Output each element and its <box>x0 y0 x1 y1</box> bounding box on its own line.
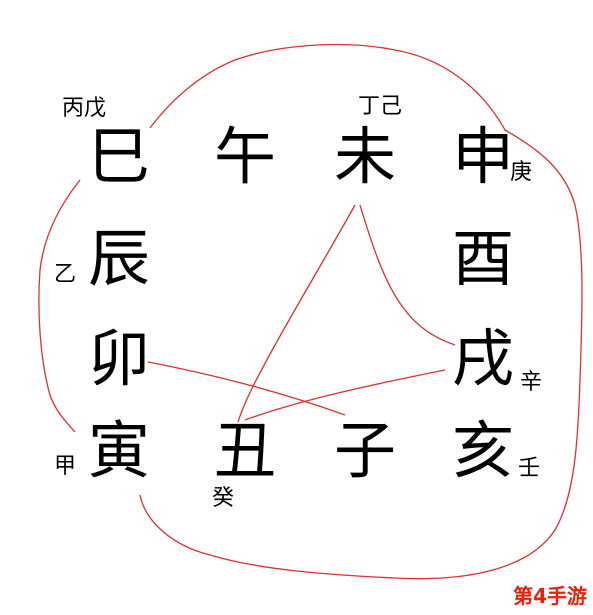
branch-mao: 卯 <box>88 322 151 395</box>
stem-yin: 甲 <box>54 454 77 479</box>
stem-chou: 癸 <box>212 486 235 511</box>
wei-xu-stroke <box>359 204 456 346</box>
branch-yin: 寅 <box>88 414 151 487</box>
branch-you: 酉 <box>452 222 515 295</box>
branch-chou: 丑 <box>214 414 277 487</box>
branch-hai: 亥 <box>452 414 515 487</box>
branch-zi: 子 <box>334 414 397 487</box>
branch-wei: 未 <box>334 120 397 193</box>
stem-hai: 壬 <box>518 456 541 481</box>
wei-chou-stroke <box>237 204 356 423</box>
branch-xu: 戌 <box>452 322 515 395</box>
chou-xu-stroke <box>244 369 446 421</box>
stem-wei: 丁己 <box>358 94 403 119</box>
stem-si: 丙戊 <box>62 96 107 121</box>
branch-shen: 申 <box>452 120 515 193</box>
stem-shen: 庚 <box>510 160 533 185</box>
stem-chen: 乙 <box>54 262 77 287</box>
site-watermark: 第4手游 <box>513 584 587 608</box>
branch-si: 巳 <box>88 120 151 193</box>
branch-wu: 午 <box>214 120 277 193</box>
mao-zi-stroke <box>147 361 346 416</box>
branch-chen: 辰 <box>88 222 151 295</box>
stem-xu: 辛 <box>520 370 543 395</box>
outer-loop-stroke <box>139 43 583 580</box>
left-arc-stroke <box>38 179 81 433</box>
